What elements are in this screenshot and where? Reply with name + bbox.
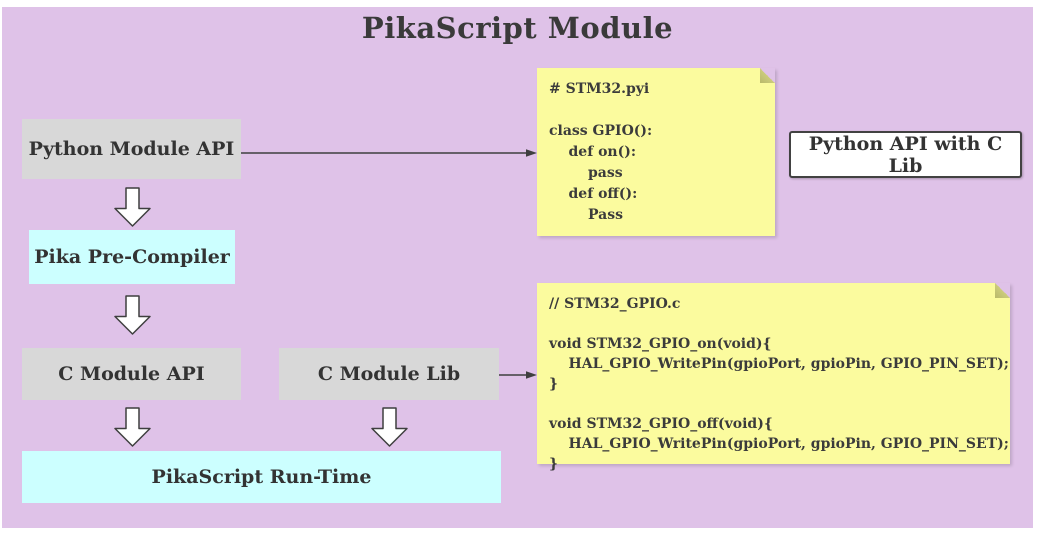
node-pika-pre-compiler: Pika Pre-Compiler <box>29 230 235 284</box>
down-arrow-icon <box>371 407 408 447</box>
node-pikascript-runtime-label: PikaScript Run-Time <box>151 466 372 488</box>
diagram-title: PikaScript Module <box>361 11 674 45</box>
node-python-module-api-label: Python Module API <box>28 138 235 160</box>
down-arrow-icon <box>114 407 151 447</box>
node-pikascript-runtime: PikaScript Run-Time <box>22 451 501 503</box>
sticky-note-stm32-pyi: # STM32.pyi class GPIO(): def on(): pass… <box>537 68 775 236</box>
node-python-api-with-c-lib-label: Python API with C Lib <box>808 132 1003 177</box>
right-arrow-connector-icon <box>241 149 537 157</box>
node-c-module-lib: C Module Lib <box>279 348 499 400</box>
node-c-module-api-label: C Module API <box>58 363 205 385</box>
right-arrow-connector-icon <box>499 371 537 379</box>
c-code-snippet: // STM32_GPIO.c void STM32_GPIO_on(void)… <box>549 296 1009 472</box>
node-c-module-api: C Module API <box>22 348 241 400</box>
down-arrow-icon <box>114 295 151 335</box>
node-python-module-api: Python Module API <box>22 119 241 179</box>
node-c-module-lib-label: C Module Lib <box>317 363 461 385</box>
note-fold-corner-icon <box>995 283 1010 298</box>
note-fold-corner-icon <box>760 68 775 83</box>
python-code-snippet: # STM32.pyi class GPIO(): def on(): pass… <box>549 81 653 223</box>
diagram-canvas: PikaScript Module Python Module API Pika… <box>2 7 1033 528</box>
node-pika-pre-compiler-label: Pika Pre-Compiler <box>34 246 230 268</box>
down-arrow-icon <box>114 187 151 227</box>
sticky-note-stm32-gpio-c: // STM32_GPIO.c void STM32_GPIO_on(void)… <box>537 283 1010 472</box>
node-python-api-with-c-lib: Python API with C Lib <box>789 131 1022 178</box>
